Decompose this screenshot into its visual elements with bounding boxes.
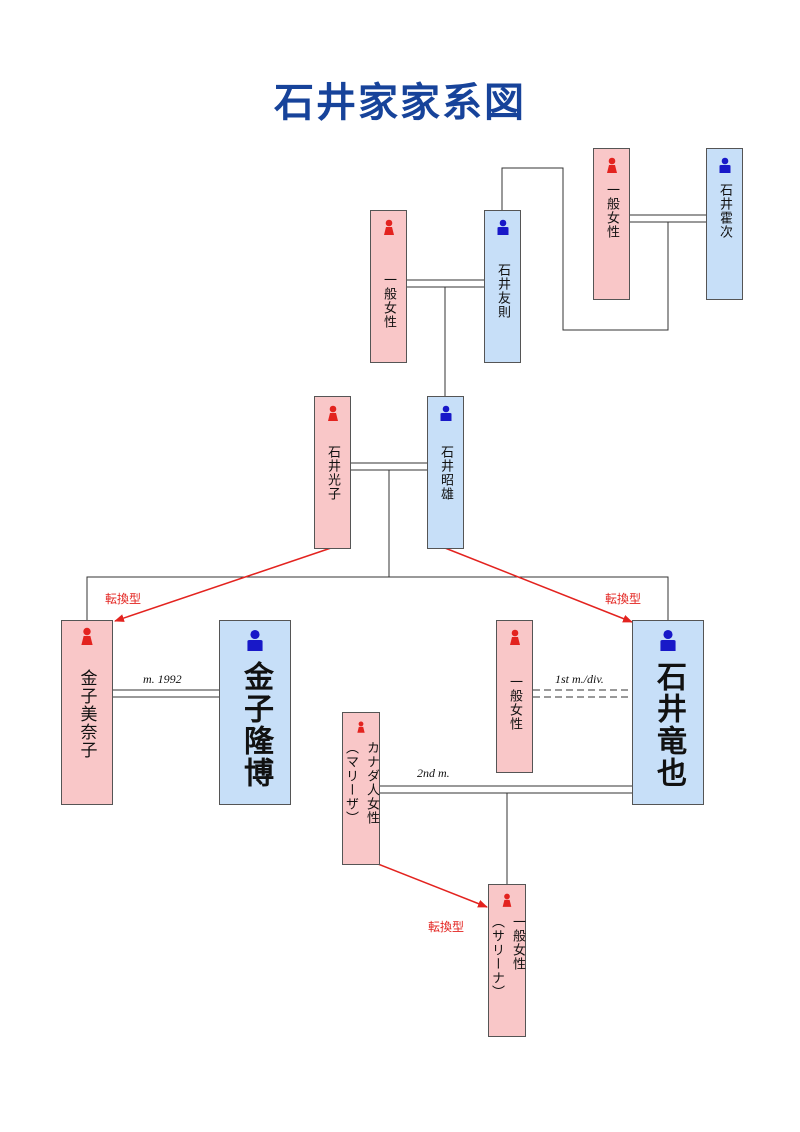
person-name: 金子美奈子: [76, 669, 97, 759]
female-icon: [509, 629, 520, 645]
person-name-main: カナダ人女性: [364, 740, 379, 825]
conversion-arrow-tatsuya: [444, 547, 633, 623]
female-icon: [81, 627, 93, 645]
female-icon: [502, 893, 512, 907]
female-icon: [327, 405, 338, 421]
person-ishii-tatsuya[interactable]: 石井竜也: [632, 620, 704, 805]
person-name: カナダ人女性 （マリーザ）: [341, 741, 381, 864]
child-line-tomonori: [501, 167, 669, 331]
person-name: 石井友則: [495, 263, 510, 319]
person-name: 一般女性 （サリーナ）: [487, 915, 527, 1036]
person-canadian-woman[interactable]: カナダ人女性 （マリーザ）: [342, 712, 380, 865]
person-ippan-top-right[interactable]: 一般女性: [593, 148, 630, 300]
person-name: 石井竜也: [651, 661, 686, 789]
person-ippan-exwife[interactable]: 一般女性: [496, 620, 533, 773]
person-name: 石井光子: [325, 445, 340, 501]
person-name: 石井霍次: [717, 183, 732, 239]
conversion-arrow-salina: [377, 863, 488, 908]
male-icon: [719, 157, 730, 173]
person-kaneko-takahiro[interactable]: 金子隆博: [219, 620, 291, 805]
marriage-label-1st: 1st m./div.: [555, 672, 604, 686]
person-kaneko-minako[interactable]: 金子美奈子: [61, 620, 113, 805]
marriage-label-1992: m. 1992: [143, 672, 182, 686]
male-icon: [497, 219, 508, 235]
person-name-sub: （マリーザ）: [343, 740, 358, 825]
person-ishii-mitsuko[interactable]: 石井光子: [314, 396, 351, 549]
person-name: 一般女性: [507, 675, 522, 731]
person-name: 石井昭雄: [438, 445, 453, 501]
person-ishii-tomonori[interactable]: 石井友則: [484, 210, 521, 363]
conversion-label-bottom: 転換型: [428, 920, 465, 934]
person-name-sub: （サリーナ）: [489, 914, 504, 999]
marriage-label-2nd: 2nd m.: [417, 766, 450, 780]
page-title: 石井家家系図: [274, 79, 526, 126]
person-ishii-akio[interactable]: 石井昭雄: [427, 396, 464, 549]
conversion-label-right: 転換型: [605, 592, 642, 606]
female-icon: [606, 157, 617, 173]
male-icon: [440, 405, 451, 421]
person-ippan-salina[interactable]: 一般女性 （サリーナ）: [488, 884, 526, 1037]
person-ishii-tsuruji[interactable]: 石井霍次: [706, 148, 743, 300]
male-icon: [660, 629, 676, 651]
female-icon: [383, 219, 394, 235]
person-name: 金子隆博: [238, 661, 273, 789]
conversion-arrow-minako: [114, 547, 332, 622]
female-icon: [357, 721, 365, 733]
male-icon: [247, 629, 263, 651]
conversion-label-left: 転換型: [105, 592, 142, 606]
person-name-main: 一般女性: [510, 914, 525, 971]
person-name: 一般女性: [381, 273, 396, 329]
person-ippan-top-left[interactable]: 一般女性: [370, 210, 407, 363]
person-name: 一般女性: [604, 183, 619, 239]
